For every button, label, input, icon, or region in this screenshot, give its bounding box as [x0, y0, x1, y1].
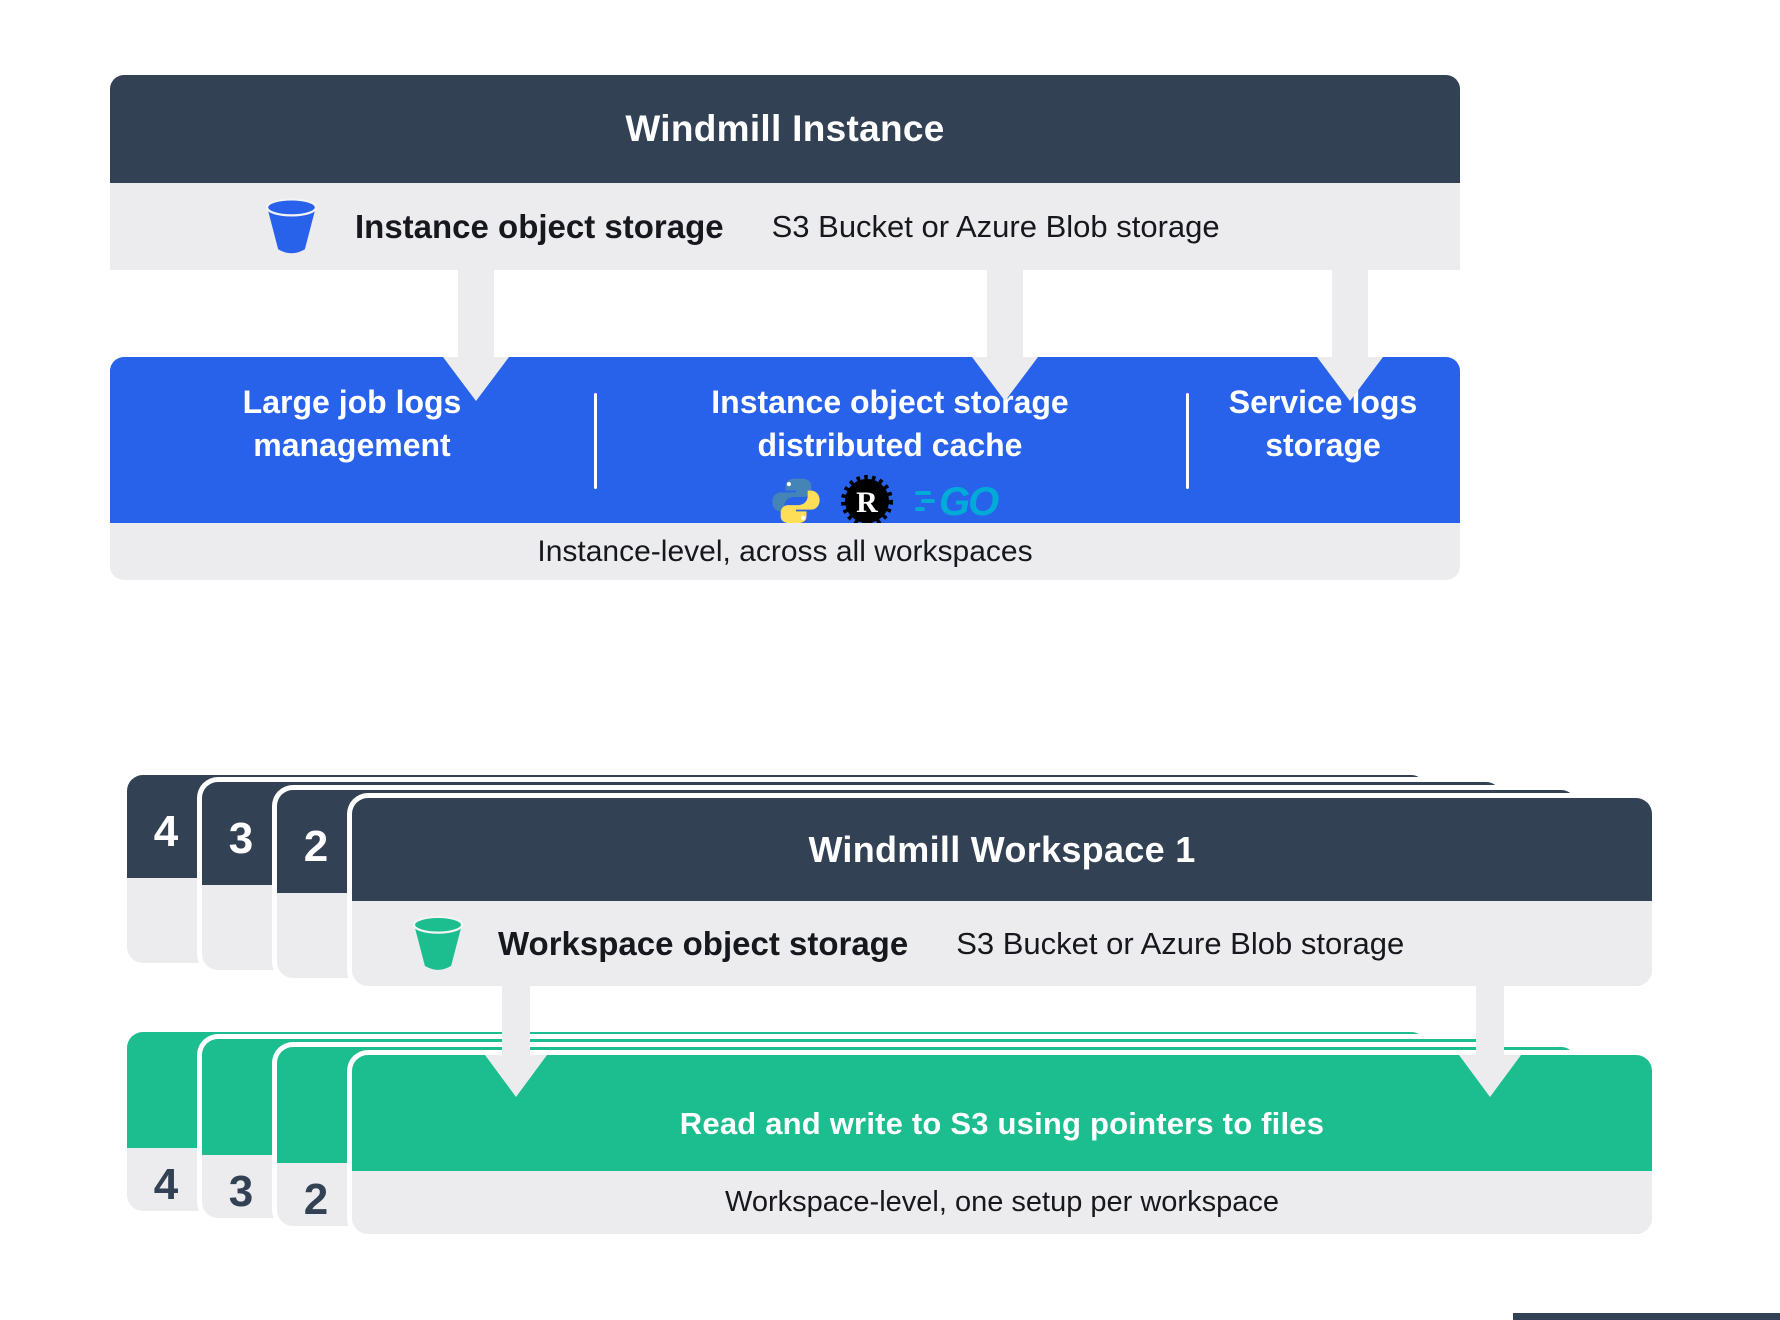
- workspace-storage-row: Workspace object storage S3 Bucket or Az…: [352, 901, 1652, 986]
- workspace-number-3: 3: [228, 814, 254, 863]
- feature-line: Instance object storage: [711, 384, 1069, 420]
- arrow-head-middle: [972, 357, 1038, 401]
- workspace-header: Windmill Workspace 1: [352, 798, 1652, 901]
- instance-section: Windmill Instance Instance object storag…: [110, 75, 1460, 580]
- svg-text:R: R: [856, 486, 878, 519]
- workspace-title: Windmill Workspace 1: [808, 828, 1196, 870]
- green-main-band: Read and write to S3 using pointers to f…: [352, 1055, 1652, 1171]
- python-icon: [772, 478, 820, 524]
- instance-header: Windmill Instance: [110, 75, 1460, 183]
- feature-large-job-logs: Large job logs management: [110, 381, 594, 467]
- rust-icon: R: [841, 475, 893, 527]
- green-number-3: 3: [228, 1167, 254, 1216]
- arrow-shaft-middle: [987, 270, 1023, 358]
- instance-title: Windmill Instance: [625, 108, 945, 149]
- feature-line: distributed cache: [757, 427, 1023, 463]
- workspace-main-card: Windmill Workspace 1 Workspace object st…: [352, 798, 1652, 986]
- bucket-icon: [412, 915, 464, 970]
- workspace-footer-text: Workspace-level, one setup per workspace: [725, 1186, 1279, 1218]
- column-divider-1: [594, 393, 597, 489]
- arrow-head-right: [1317, 357, 1383, 401]
- feature-line: Large job logs: [242, 384, 462, 420]
- feature-line: management: [253, 427, 451, 463]
- feature-line: storage: [1265, 427, 1381, 463]
- workspace-storage-label: Workspace object storage: [498, 924, 909, 962]
- workspace-arrow-shaft-right: [1476, 985, 1504, 1057]
- workspace-arrow-shaft-left: [502, 985, 530, 1057]
- instance-storage-row: Instance object storage S3 Bucket or Azu…: [110, 183, 1460, 270]
- instance-footer: Instance-level, across all workspaces: [110, 523, 1460, 580]
- instance-storage-label: Instance object storage: [355, 207, 724, 245]
- green-title: Read and write to S3 using pointers to f…: [679, 1106, 1325, 1141]
- workspace-number-2: 2: [303, 822, 329, 871]
- feature-distributed-cache: Instance object storage distributed cach…: [594, 381, 1186, 527]
- workspace-number-4: 4: [153, 807, 179, 856]
- language-icons: R GO: [594, 475, 1186, 527]
- bottom-edge-sliver: [1513, 1313, 1780, 1320]
- green-number-4: 4: [153, 1160, 179, 1209]
- go-icon: GO: [915, 480, 1001, 523]
- workspace-storage-detail: S3 Bucket or Azure Blob storage: [956, 925, 1405, 961]
- instance-storage-detail: S3 Bucket or Azure Blob storage: [771, 208, 1220, 244]
- svg-text:GO: GO: [939, 480, 999, 523]
- arrow-shaft-left: [458, 270, 494, 358]
- green-main-card: Read and write to S3 using pointers to f…: [352, 1055, 1652, 1234]
- green-number-2: 2: [303, 1175, 329, 1224]
- bucket-icon: [265, 197, 318, 253]
- workspace-arrow-head-right: [1459, 1055, 1521, 1097]
- workspace-arrow-head-left: [485, 1055, 547, 1097]
- arrow-shaft-right: [1332, 270, 1368, 358]
- instance-footer-text: Instance-level, across all workspaces: [537, 534, 1033, 568]
- column-divider-2: [1186, 393, 1189, 489]
- instance-features-box: Large job logs management Instance objec…: [110, 357, 1460, 527]
- arrow-head-left: [443, 357, 509, 401]
- workspace-footer: Workspace-level, one setup per workspace: [352, 1171, 1652, 1234]
